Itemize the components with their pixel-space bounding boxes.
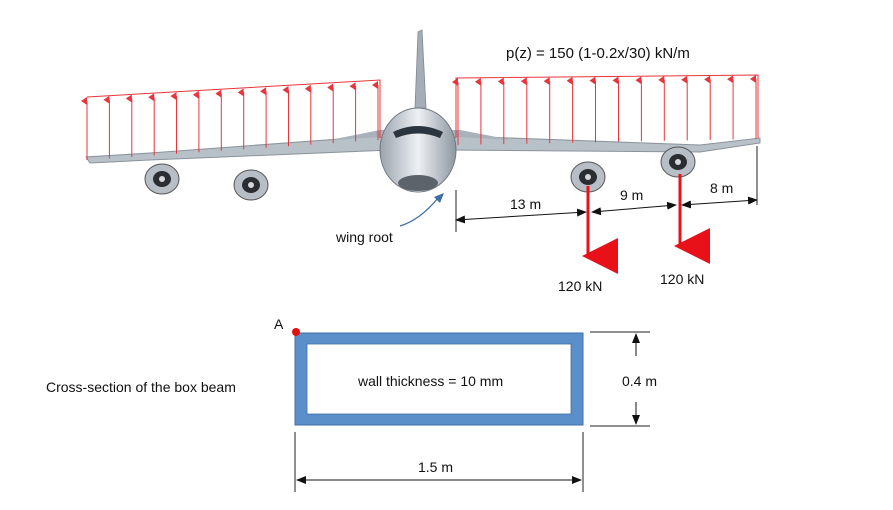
left-load-arrows <box>81 81 379 160</box>
width-label: 1.5 m <box>418 459 453 475</box>
fuselage <box>379 107 457 193</box>
box-inner-cavity <box>306 343 572 415</box>
span-dimensions: 13 m 9 m 8 m <box>455 146 758 232</box>
wing-root-pointer <box>399 197 439 227</box>
point-load-right-label: 120 kN <box>660 271 704 287</box>
engine-right-outer <box>660 146 696 178</box>
engine-left-inner <box>233 169 269 201</box>
left-load-envelope <box>86 79 381 138</box>
wall-thickness-label: wall thickness = 10 mm <box>357 373 503 389</box>
dim-13m-label: 13 m <box>510 196 541 212</box>
point-load-left-label: 120 kN <box>558 278 602 294</box>
vertical-fin <box>414 29 427 109</box>
point-a-label: A <box>274 316 284 332</box>
load-equation: p(z) = 150 (1-0.2x/30) kN/m <box>506 45 690 62</box>
dim-8m-label: 8 m <box>710 180 733 196</box>
height-label: 0.4 m <box>622 373 657 389</box>
width-dimension: 1.5 m <box>294 432 584 492</box>
engine-left-outer <box>144 163 180 195</box>
point-a-marker <box>292 328 300 336</box>
right-load-arrows <box>452 75 757 145</box>
aircraft-illustration <box>85 29 761 201</box>
fuselage-belly <box>398 175 438 191</box>
wing-root-label: wing root <box>335 229 393 245</box>
wing-root-pointer-head <box>434 193 444 203</box>
dim-9m-label: 9 m <box>620 187 643 203</box>
dim-9m-line <box>591 201 677 216</box>
dim-13m-line <box>455 208 587 224</box>
box-beam-cross-section: A wall thickness = 10 mm Cross-section o… <box>46 316 584 426</box>
cockpit-windows <box>393 126 443 138</box>
right-load-envelope <box>455 74 759 138</box>
height-dimension: 0.4 m <box>590 331 657 427</box>
cross-section-caption: Cross-section of the box beam <box>46 379 236 395</box>
dim-8m-line <box>681 196 758 209</box>
